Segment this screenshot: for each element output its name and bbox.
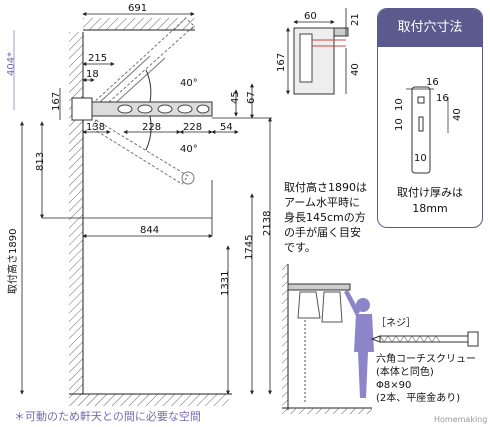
mount-dim-10c: 10 <box>414 153 427 164</box>
dim-60: 60 <box>304 11 317 22</box>
screw-drawing <box>370 331 479 347</box>
dim-1331: 1331 <box>220 271 231 296</box>
screw-spec: ［ネジ］ 六角コーチスクリュー (本体と同色) Φ8×90 (2本、平座金あり) <box>376 316 476 405</box>
dim-813: 813 <box>35 152 46 171</box>
dim-215: 215 <box>88 53 107 64</box>
height-note-line: です。 <box>284 241 316 254</box>
mount-plate-drawing: 16 16 10 10 40 10 <box>394 77 463 174</box>
screw-line: (2本、平座金あり) <box>376 393 461 404</box>
angle-up: 40° <box>180 78 198 89</box>
mount-dim-40: 40 <box>452 108 463 121</box>
height-note-line: アーム水平時に <box>284 196 361 209</box>
person-scene <box>282 264 374 414</box>
dim-45: 45 <box>230 91 241 104</box>
height-note-line: 取付高さ1890は <box>284 181 367 194</box>
screw-line: 六角コーチスクリュー <box>376 354 476 365</box>
angle-arc-up <box>145 69 152 103</box>
height-note: 取付高さ1890は アーム水平時に 身長145cmの方 の手が届く目安 です。 <box>284 180 367 255</box>
dim-138: 138 <box>86 122 105 133</box>
footnote: ＊可動のため軒天との間に必要な空間 <box>14 409 201 423</box>
floor-hatch <box>69 394 229 406</box>
mount-thickness-line2: 18mm <box>412 202 448 215</box>
mount-dim-10b: 10 <box>394 118 405 131</box>
dim-404: 404* <box>6 52 17 76</box>
dim-691: 691 <box>128 3 147 14</box>
dim-54: 54 <box>220 122 233 133</box>
dim-167: 167 <box>51 92 62 111</box>
dim-18: 18 <box>86 69 99 80</box>
dim-167-bracket: 167 <box>276 53 287 72</box>
mount-dim-16a: 16 <box>426 77 439 88</box>
arm-raised <box>91 17 195 111</box>
mount-dim-10a: 10 <box>394 98 405 111</box>
height-label: 取付高さ1890 <box>6 229 19 294</box>
mount-hole-box: 取付穴寸法 16 16 10 10 40 10 取付け厚みは 18mm <box>377 8 483 228</box>
angle-down: 40° <box>180 144 198 155</box>
mount-dim-16b: 16 <box>436 93 449 104</box>
height-note-line: の手が届く目安 <box>284 226 361 239</box>
arm-horizontal <box>71 97 213 121</box>
dim-21: 21 <box>350 13 361 26</box>
dim-844: 844 <box>140 225 159 236</box>
dim-1745: 1745 <box>244 235 255 260</box>
height-note-line: 身長145cmの方 <box>284 211 366 224</box>
watermark: Homemaking <box>434 415 487 424</box>
mount-thickness-line1: 取付け厚みは <box>397 186 463 199</box>
dim-67: 67 <box>246 91 257 104</box>
bracket-detail <box>286 8 349 95</box>
dim-2138: 2138 <box>262 211 273 236</box>
dimension-lines <box>13 12 272 395</box>
dim-40: 40 <box>350 63 361 76</box>
screw-line: Φ8×90 <box>376 380 412 391</box>
wall-hatch <box>69 32 83 394</box>
dim-228b: 228 <box>183 122 202 133</box>
screw-line: (本体と同色) <box>376 367 434 378</box>
ceiling-hatch <box>83 18 195 30</box>
arm-lowered <box>91 119 195 185</box>
dim-228a: 228 <box>142 122 161 133</box>
mount-box-title: 取付穴寸法 <box>378 9 482 47</box>
screw-header: ［ネジ］ <box>376 318 416 329</box>
